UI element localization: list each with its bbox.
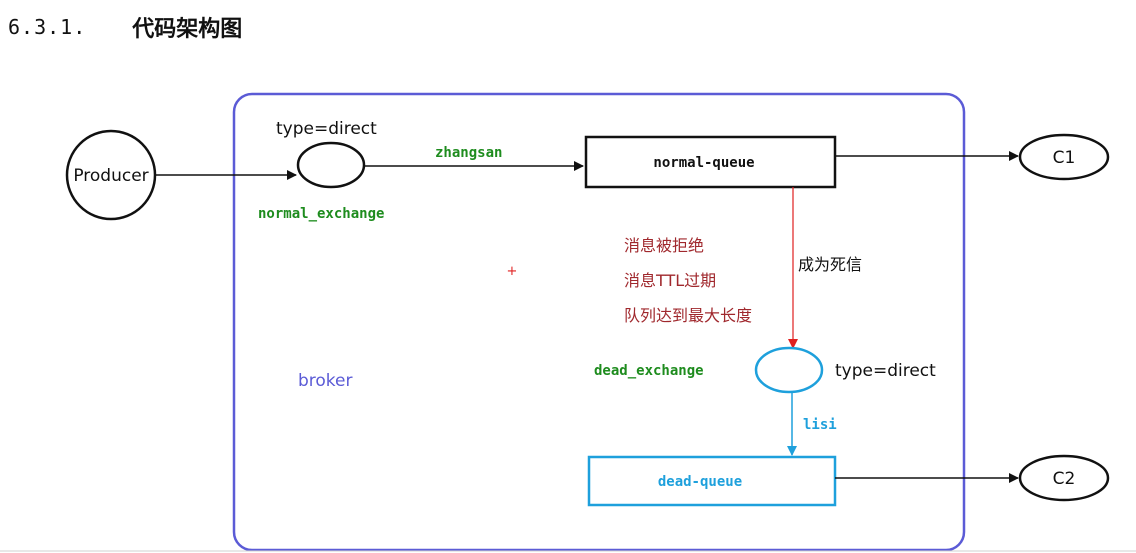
dead-exchange-node: [754, 346, 824, 394]
consumer-c1-node: [1018, 133, 1110, 181]
section-number: 6.3.1.: [8, 15, 87, 39]
reason-rejected: 消息被拒绝: [624, 236, 704, 255]
routing-key-lisi: lisi: [803, 417, 837, 433]
normal-queue-box: [584, 135, 837, 189]
normal-queue-label: normal-queue: [653, 155, 754, 171]
dead-queue-box: [587, 455, 837, 507]
consumer-c1-label: C1: [1053, 148, 1076, 168]
producer-label: Producer: [73, 166, 148, 186]
section-title: 代码架构图: [132, 17, 243, 42]
becomes-dead-letter-label: 成为死信: [798, 255, 862, 274]
broker-label: broker: [298, 371, 353, 391]
normal-exchange-node: [296, 141, 366, 189]
cross-marker: +: [507, 264, 518, 279]
consumer-c2-node: [1018, 454, 1110, 502]
reason-max-length: 队列达到最大长度: [624, 306, 752, 325]
dead-queue-label: dead-queue: [658, 474, 742, 490]
normal-exchange-type: type=direct: [276, 119, 377, 139]
routing-key-zhangsan: zhangsan: [435, 145, 502, 161]
dead-exchange-type: type=direct: [835, 361, 936, 381]
normal-exchange-name: normal_exchange: [258, 206, 384, 222]
reason-ttl-expired: 消息TTL过期: [624, 271, 716, 290]
section-heading: 6.3.1. 代码架构图: [8, 10, 242, 44]
broker-box: [232, 92, 966, 552]
consumer-c2-label: C2: [1053, 469, 1076, 489]
dead-exchange-name: dead_exchange: [594, 363, 704, 379]
